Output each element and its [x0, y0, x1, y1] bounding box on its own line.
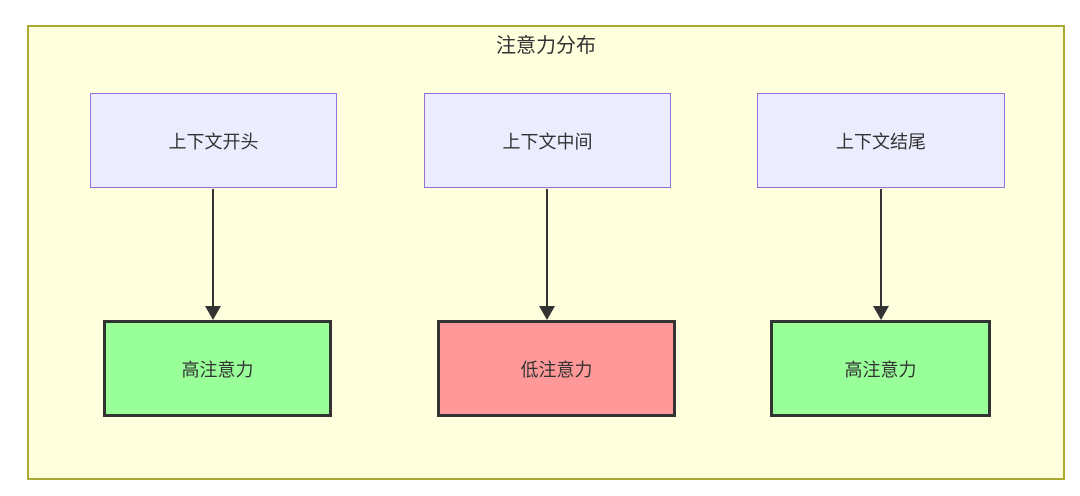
arrow-middle-to-low — [539, 189, 555, 320]
node-low-attention: 低注意力 — [437, 320, 676, 417]
node-low-attention-label: 低注意力 — [520, 359, 593, 380]
arrowhead-down-icon — [873, 306, 889, 320]
arrowhead-down-icon — [205, 306, 221, 320]
arrow-shaft — [212, 189, 214, 308]
arrow-shaft — [546, 189, 548, 308]
diagram-title: 注意力分布 — [496, 35, 596, 57]
arrow-end-to-high — [873, 189, 889, 320]
node-high-attention-left: 高注意力 — [103, 320, 332, 417]
arrowhead-down-icon — [539, 306, 555, 320]
arrow-start-to-high — [205, 189, 221, 320]
arrow-shaft — [880, 189, 882, 308]
node-high-attention-right: 高注意力 — [770, 320, 991, 417]
node-context-start: 上下文开头 — [90, 93, 337, 188]
node-context-start-label: 上下文开头 — [168, 131, 259, 152]
node-context-middle-label: 上下文中间 — [502, 131, 593, 152]
node-high-attention-left-label: 高注意力 — [181, 359, 254, 380]
node-high-attention-right-label: 高注意力 — [844, 359, 917, 380]
node-context-end: 上下文结尾 — [757, 93, 1005, 188]
node-context-end-label: 上下文结尾 — [836, 131, 926, 152]
node-context-middle: 上下文中间 — [424, 93, 671, 188]
